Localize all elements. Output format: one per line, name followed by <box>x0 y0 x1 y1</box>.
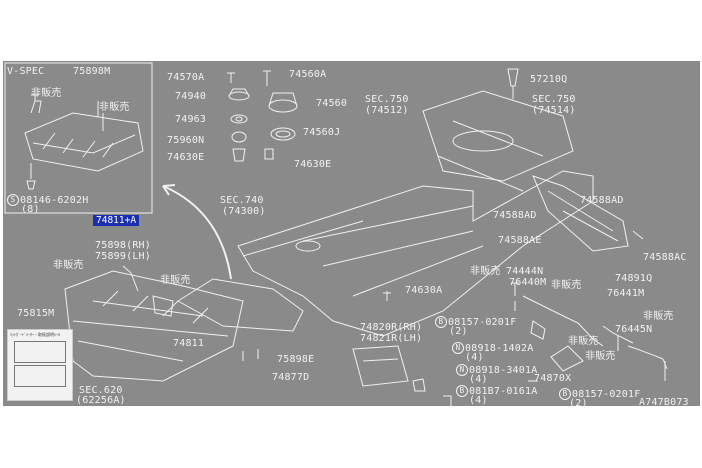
instruction-sticker: ﾏｯﾄｶﾞｰﾄﾞﾒｰﾀｰ・取扱説明ｼｰﾙ <box>7 329 73 401</box>
callout-qty-a: (2) <box>449 326 468 337</box>
side-bracket-drawing <box>352 345 409 387</box>
undercover-drawing <box>64 265 304 382</box>
part-74820R-rh: 74820R(RH) <box>360 322 423 333</box>
not-sold-r5: 非販売 <box>585 351 616 362</box>
not-sold-left: 非販売 <box>53 260 84 271</box>
part-75815M: 75815M <box>17 308 55 319</box>
part-57210Q: 57210Q <box>530 74 568 85</box>
part-75898-rh: 75898(RH) <box>95 240 151 251</box>
floor-panel-drawing <box>237 90 594 337</box>
sec-750-b: SEC.750 <box>532 94 576 105</box>
part-75899-lh: 75899(LH) <box>95 251 151 262</box>
not-sold-r2: 非販売 <box>551 280 582 291</box>
part-74588AD-a: 74588AD <box>580 195 624 206</box>
part-74811: 74811 <box>173 338 205 349</box>
mount-parts-drawing <box>227 68 519 162</box>
not-sold-r4: 非販売 <box>568 336 599 347</box>
sticker-text: ﾏｯﾄｶﾞｰﾄﾞﾒｰﾀｰ・取扱説明ｼｰﾙ <box>10 332 60 337</box>
part-74870X: 74870X <box>534 373 572 384</box>
part-74963: 74963 <box>175 114 207 125</box>
rod-linkage-drawing <box>443 282 668 406</box>
inset-title: V-SPEC <box>7 66 45 77</box>
part-76440M: 76440M <box>509 277 547 288</box>
not-sold-r1: 非販売 <box>470 266 501 277</box>
sec-750-a: SEC.750 <box>365 94 409 105</box>
part-74940: 74940 <box>175 91 207 102</box>
sec-620-sub: (62256A) <box>76 395 126 406</box>
sticker-graphic-2 <box>14 365 66 387</box>
sec-620: SEC.620 <box>79 385 123 396</box>
part-74588AC: 74588AC <box>643 252 687 263</box>
part-74630E-left: 74630E <box>167 152 205 163</box>
part-74891Q: 74891Q <box>615 273 653 284</box>
part-76441M: 76441M <box>607 288 645 299</box>
diagram-linework <box>4 62 668 406</box>
callout-qty-e: (2) <box>569 398 588 406</box>
part-74877D: 74877D <box>272 372 310 383</box>
diagram-id: A747B073 <box>639 397 689 406</box>
sec-740-sub: (74300) <box>222 206 266 217</box>
part-75898E: 75898E <box>277 354 315 365</box>
sticker-graphic <box>14 341 66 363</box>
inset-not-sold-1: 非販売 <box>31 88 62 99</box>
part-74560: 74560 <box>316 98 348 109</box>
part-74588AE: 74588AE <box>498 235 542 246</box>
part-74560A: 74560A <box>289 69 327 80</box>
part-75960N: 75960N <box>167 135 205 146</box>
inset-not-sold-2: 非販売 <box>99 102 130 113</box>
sec-750-b-sub: (74514) <box>532 105 576 116</box>
part-74560J: 74560J <box>303 127 341 138</box>
reference-arrow <box>162 185 232 280</box>
callout-qty-c: (4) <box>469 374 488 385</box>
callout-qty-b: (4) <box>465 352 484 363</box>
part-74630A: 74630A <box>405 285 443 296</box>
part-74811A-highlight[interactable]: 74811+A <box>93 215 140 226</box>
part-74630E-right: 74630E <box>294 159 332 170</box>
not-sold-r3: 非販売 <box>643 311 674 322</box>
part-76445N: 76445N <box>615 324 653 335</box>
rear-bracket-drawing <box>532 175 644 252</box>
sec-750-a-sub: (74512) <box>365 105 409 116</box>
vspec-inset-frame <box>4 62 153 214</box>
part-74570A: 74570A <box>167 72 205 83</box>
not-sold-mid: 非販売 <box>160 275 191 286</box>
part-74444N: 74444N <box>506 266 544 277</box>
inset-bolt-qty: (8) <box>21 204 40 215</box>
inset-part-75898M: 75898M <box>73 66 111 77</box>
vspec-undercover-drawing <box>24 94 144 190</box>
sec-740: SEC.740 <box>220 195 264 206</box>
callout-qty-d: (4) <box>469 395 488 406</box>
part-74821R-lh: 74821R(LH) <box>360 333 423 344</box>
part-74588AD-b: 74588AD <box>493 210 537 221</box>
